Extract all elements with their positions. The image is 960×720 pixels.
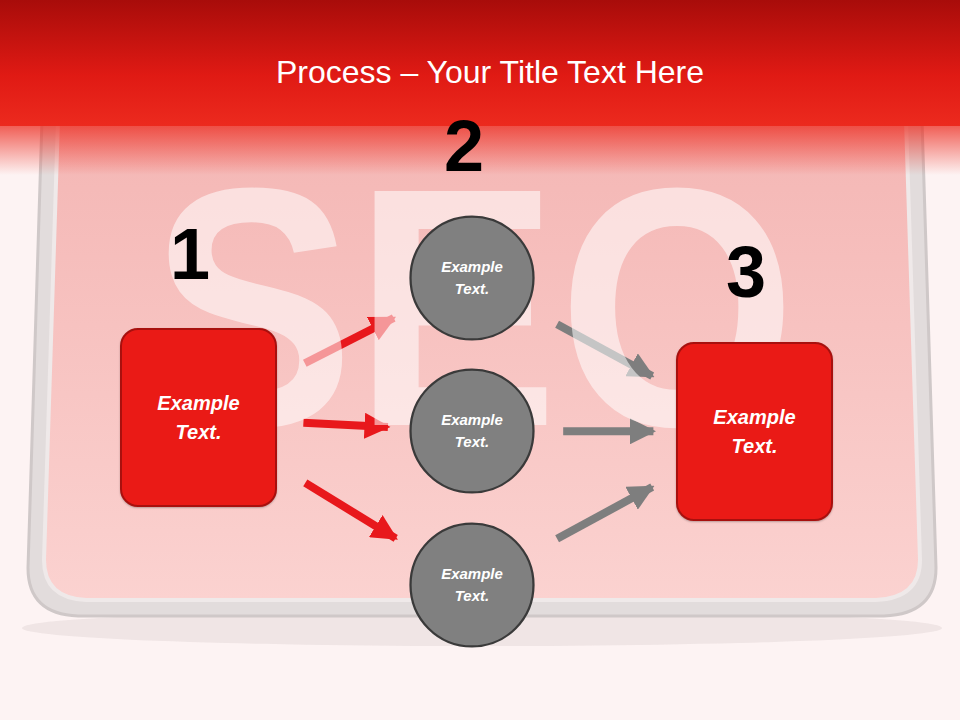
process-circle: Example Text.	[409, 368, 535, 494]
flow-arrow	[303, 423, 388, 427]
callout-number: 2	[444, 110, 484, 182]
process-box: Example Text.	[676, 342, 833, 521]
slide-title: Process – Your Title Text Here	[0, 52, 960, 92]
node-text: Example Text.	[433, 409, 511, 453]
process-box: Example Text.	[120, 328, 277, 507]
flow-arrow	[563, 427, 653, 435]
flow-arrow	[305, 483, 395, 538]
circle-outline	[409, 215, 535, 341]
title-text: Process – Your Title Text Here	[276, 54, 704, 90]
circle-outline	[409, 368, 535, 494]
flow-arrow	[557, 487, 652, 539]
node-text: Example Text.	[433, 256, 511, 300]
callout-number: 3	[726, 236, 766, 308]
node-text: Example Text.	[132, 389, 265, 447]
flow-arrow	[557, 324, 652, 376]
circle-outline	[409, 522, 535, 648]
callout-number: 1	[170, 218, 210, 290]
process-circle: Example Text.	[409, 215, 535, 341]
process-circle: Example Text.	[409, 522, 535, 648]
flow-arrow	[305, 318, 394, 363]
node-text: Example Text.	[433, 563, 511, 607]
node-text: Example Text.	[688, 403, 821, 461]
